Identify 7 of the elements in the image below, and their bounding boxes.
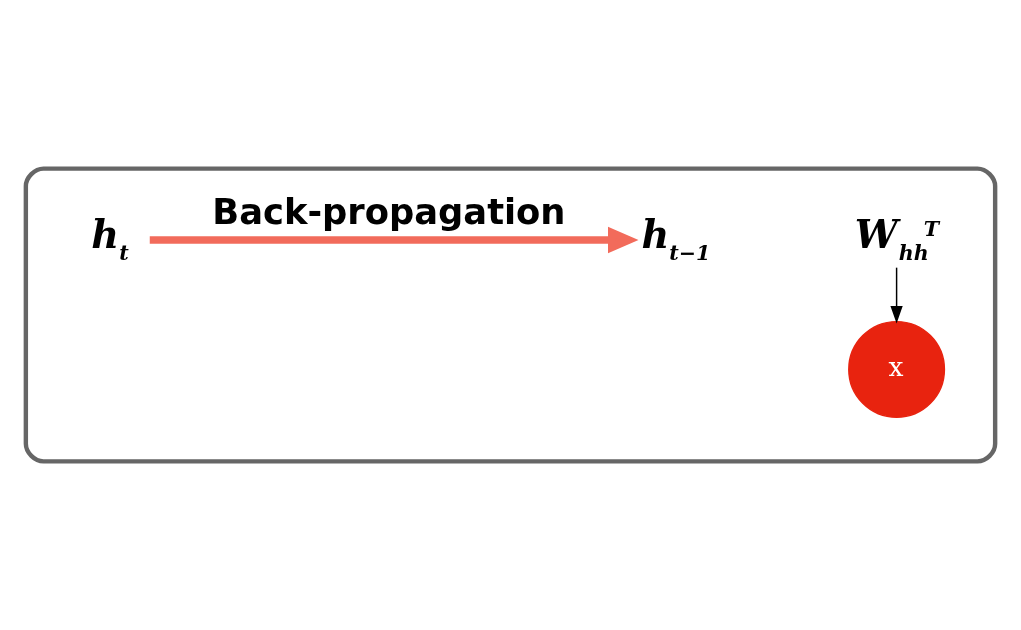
cluster (23, 166, 998, 464)
node-text: h$_{t}$ (91, 211, 129, 265)
arrow (149, 226, 639, 254)
edge-label: Back-propagation (212, 191, 566, 233)
node-text: h$_{t−1}$ (641, 211, 711, 265)
arrow (890, 266, 903, 324)
node-circle: x (848, 320, 946, 418)
